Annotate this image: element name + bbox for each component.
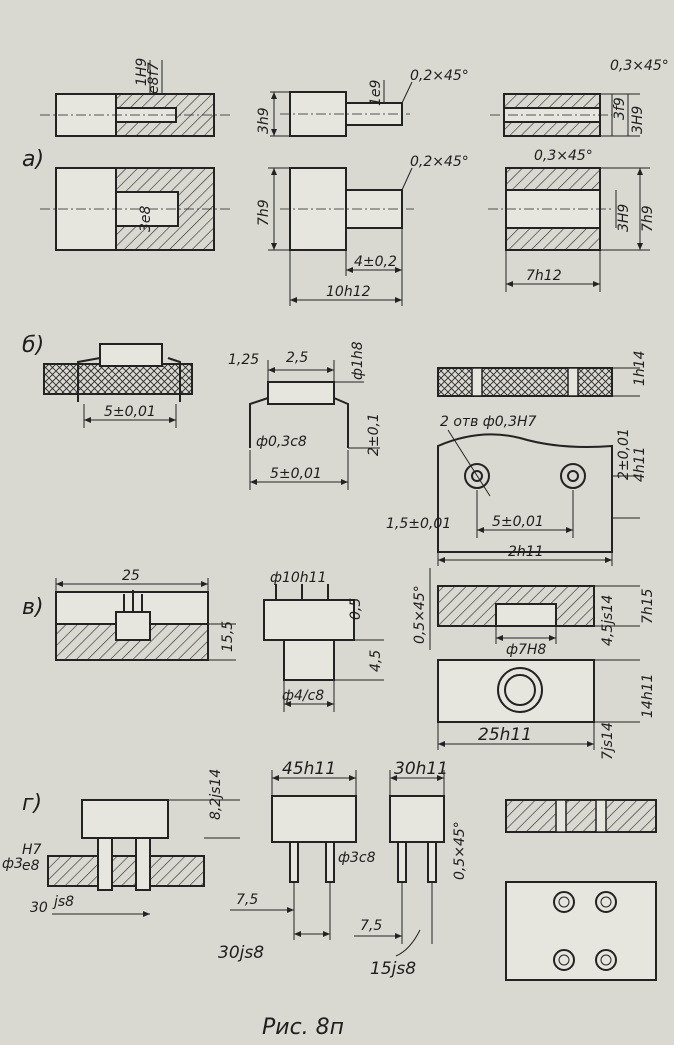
section-g-label: г) (22, 791, 42, 816)
figure-caption: Рис. 8п (262, 1015, 344, 1040)
dim-3h9: 3h9 (256, 107, 272, 134)
section-b-label: б) (22, 333, 44, 358)
g-board (505, 799, 657, 981)
dim-15-5: 15,5 (220, 621, 236, 652)
dim-3H9-a: 3H9 (630, 106, 646, 134)
dim-1-5pm001: 1,5±0,01 (386, 516, 451, 532)
dim-e8: e8 (146, 76, 162, 94)
dim-chamfer-a4: 0,3×45° (534, 148, 593, 164)
dim-2-5: 2,5 (286, 350, 308, 366)
dim-f7: f7 (146, 62, 162, 76)
b-board: 1h14 2 отв ф0,3H7 2±0,01 4h11 1,5±0,01 5… (386, 350, 648, 566)
dim-7h9-b: 7h9 (640, 205, 656, 232)
section-v: в) 25 15,5 ф10h11 0,5 4,5 ф4 (22, 568, 656, 760)
dim-5pm001-a: 5±0,01 (104, 404, 156, 420)
dim-5pm001-c: 5±0,01 (492, 514, 544, 530)
dim-chamfer-a1: 0,2×45° (410, 68, 469, 84)
g-assembly: 8,2js14 ф3 H7 e8 30 js8 (2, 769, 240, 917)
dim-2h11: 2h11 (508, 544, 544, 560)
b-board-assembly: 5±0,01 (43, 343, 193, 428)
a-sleeve-large: 0,3×45° 3H9 7h9 7h12 (488, 148, 656, 292)
a-pin-large: 7h9 0,2×45° 4±0,2 10h12 (256, 154, 469, 306)
a-sleeve-small: 0,3×45° 3f9 3H9 (490, 58, 669, 137)
section-g: г) 8,2js14 ф3 H7 e8 30 js8 45h11 ф3c8 (2, 759, 657, 981)
v-block: 0,5×45° 7h15 4,5js14 ф7H8 14h11 7js14 25… (412, 568, 656, 760)
dim-holes: 2 отв ф0,3H7 (440, 414, 537, 430)
dim-25h11: 25h11 (478, 725, 532, 745)
dim-chamfer-v: 0,5×45° (412, 585, 428, 644)
dim-js8-g: js8 (52, 894, 74, 910)
dim-chamfer-a2: 0,3×45° (610, 58, 669, 74)
dim-30js8: 30js8 (218, 943, 264, 963)
dim-14h11: 14h11 (640, 673, 656, 718)
dim-7-5-b: 7,5 (360, 918, 382, 934)
dim-45h11: 45h11 (282, 759, 336, 779)
dim-3e8: 3e8 (138, 205, 154, 232)
dim-15js8: 15js8 (370, 959, 416, 979)
dim-3f9: 3f9 (612, 97, 628, 120)
g-socket-front: 45h11 ф3c8 7,5 30js8 (218, 759, 376, 963)
dim-f7H8: ф7H8 (506, 642, 546, 658)
v-socket: ф10h11 0,5 4,5 ф4/c8 (263, 570, 384, 712)
section-a-label: а) (22, 147, 44, 172)
v-block-assembly: 25 15,5 (55, 568, 236, 661)
dim-f3-g: ф3 (2, 856, 23, 872)
a-sleeve-assembly-small: 1H9 f7 e8 (40, 58, 230, 137)
dim-chamfer-a3: 0,2×45° (410, 154, 469, 170)
dim-25: 25 (122, 568, 140, 584)
dim-3H9-b: 3H9 (616, 204, 632, 232)
section-v-label: в) (22, 595, 44, 620)
a-sleeve-assembly-large: 3e8 (40, 167, 230, 251)
dim-1-25: 1,25 (228, 352, 259, 368)
dim-2pm01: 2±0,1 (366, 413, 382, 456)
g-socket-side: 30h11 0,5×45° 7,5 15js8 (354, 759, 468, 979)
section-b: б) 5±0,01 1,25 2,5 ф1h8 ф0,3c8 2±0,1 (22, 333, 648, 566)
dim-8-2js14: 8,2js14 (208, 769, 224, 820)
b-component: 1,25 2,5 ф1h8 ф0,3c8 2±0,1 5±0,01 (228, 341, 382, 490)
dim-7h9: 7h9 (256, 199, 272, 226)
dim-4h11: 4h11 (632, 446, 648, 482)
dim-e8-g: e8 (22, 858, 40, 874)
dim-1e9: 1e9 (368, 79, 384, 106)
dim-7js14: 7js14 (600, 722, 616, 760)
dim-4-5js14: 4,5js14 (600, 595, 616, 646)
dim-f4c8: ф4/c8 (282, 688, 324, 704)
dim-7h12: 7h12 (526, 268, 562, 284)
dim-0-5-v: 0,5 (348, 598, 364, 620)
dim-4pm02: 4±0,2 (354, 254, 397, 270)
dim-f3c8: ф3c8 (338, 850, 376, 866)
dim-f03c8: ф0,3c8 (256, 434, 307, 450)
dim-7-5-a: 7,5 (236, 892, 258, 908)
dim-1h14: 1h14 (632, 350, 648, 386)
dim-30-g: 30 (30, 900, 48, 916)
dim-10h12: 10h12 (326, 284, 371, 300)
dim-30h11: 30h11 (394, 759, 448, 779)
dim-1H9: 1H9 (134, 58, 150, 86)
dim-chamfer-g: 0,5×45° (452, 821, 468, 880)
dim-7h15: 7h15 (640, 588, 656, 624)
section-a: а) 1H9 f7 e8 3h9 1e9 0,2×45° (22, 58, 669, 306)
dim-f1h8: ф1h8 (350, 341, 366, 380)
a-pin-small: 3h9 1e9 0,2×45° (256, 68, 469, 137)
dim-2pm001: 2±0,01 (616, 428, 632, 480)
dim-4-5: 4,5 (368, 650, 384, 672)
dim-5pm001-b: 5±0,01 (270, 466, 322, 482)
dim-f10h11: ф10h11 (270, 570, 326, 586)
dim-H7: H7 (22, 842, 42, 858)
